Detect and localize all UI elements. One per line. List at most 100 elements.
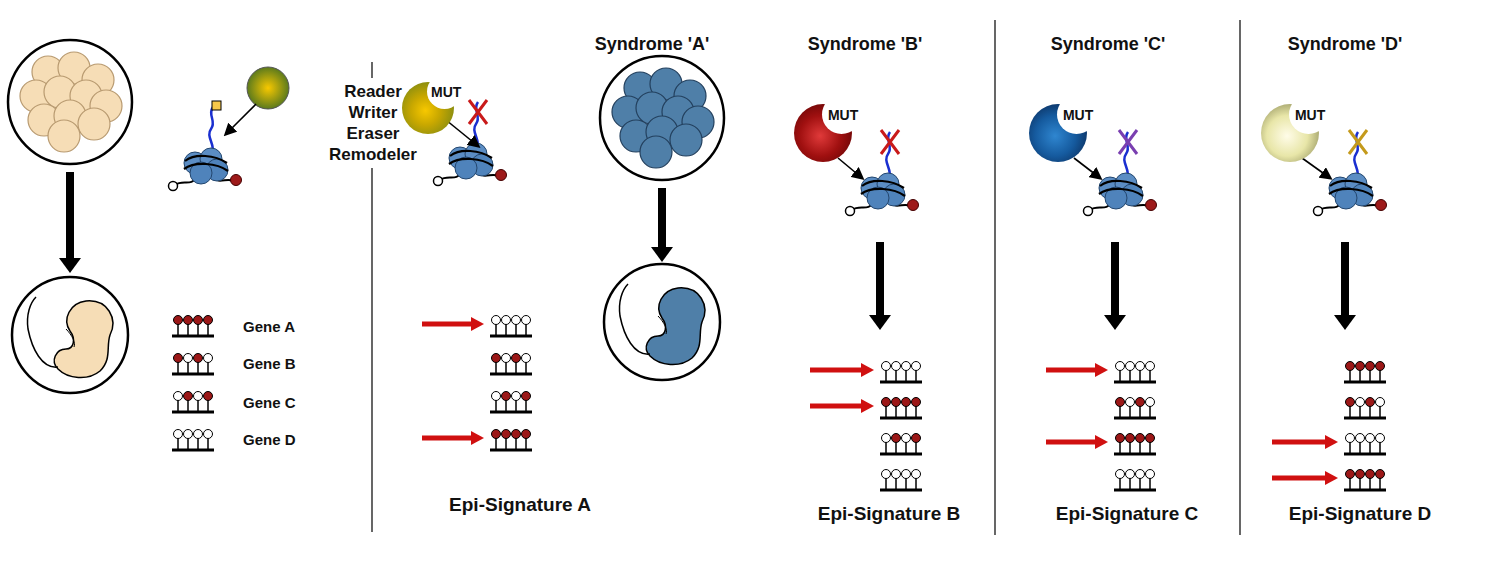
cpg-stalk: [1349, 406, 1351, 418]
cpg-stalk: [885, 442, 887, 454]
cell: [78, 108, 110, 140]
cpg-stalk: [525, 362, 527, 374]
cpg-site: [502, 354, 511, 363]
cpg-stalk: [505, 438, 507, 450]
cpg-site: [882, 434, 891, 443]
cpg-site: [1116, 470, 1125, 479]
cpg-site: [1356, 362, 1365, 371]
cpg-site: [512, 354, 521, 363]
cpg-stalk: [1359, 478, 1361, 490]
cpg-stalk: [515, 438, 517, 450]
cpg-stalk: [1349, 442, 1351, 454]
change-arrow: [471, 317, 484, 331]
change-arrow: [810, 368, 862, 373]
cpg-site: [512, 392, 521, 401]
cpg-site: [174, 316, 183, 325]
cpg-stalk: [1119, 406, 1121, 418]
cpg-stalk: [905, 442, 907, 454]
mutation-label: MUT: [431, 84, 461, 100]
cpg-stalk: [1369, 370, 1371, 382]
cpg-site: [1146, 362, 1155, 371]
change-arrow: [810, 404, 862, 409]
mutant-protein: MUT: [1029, 104, 1087, 162]
cpg-stalk: [1379, 442, 1381, 454]
cpg-site: [1366, 398, 1375, 407]
cpg-stalk: [885, 478, 887, 490]
change-arrow: [1272, 440, 1326, 445]
cpg-site: [204, 354, 213, 363]
cpg-stalk: [525, 438, 527, 450]
down-arrow: [1341, 242, 1349, 316]
change-arrow: [422, 436, 472, 441]
binding-arrow: [226, 104, 256, 134]
cpg-site: [502, 430, 511, 439]
cpg-stalk: [1129, 478, 1131, 490]
cpg-site: [194, 430, 203, 439]
change-arrow: [1325, 435, 1338, 449]
gene-label: Gene D: [243, 432, 296, 449]
cpg-stalk: [1379, 406, 1381, 418]
cpg-site: [1116, 434, 1125, 443]
down-arrow: [59, 258, 81, 273]
cpg-stalk: [515, 400, 517, 412]
divider-line: [994, 20, 995, 535]
fetus: [619, 284, 704, 365]
cpg-stalk: [177, 362, 179, 374]
cpg-site: [882, 398, 891, 407]
cpg-stalk: [915, 442, 917, 454]
change-arrow: [1046, 440, 1096, 445]
cpg-site: [902, 470, 911, 479]
cpg-stalk: [895, 442, 897, 454]
cpg-stalk: [177, 400, 179, 412]
down-arrow: [66, 172, 74, 259]
cpg-site: [912, 362, 921, 371]
cpg-stalk: [1369, 478, 1371, 490]
mutant-protein: MUT: [402, 82, 454, 134]
cpg-site: [522, 430, 531, 439]
cpg-stalk: [1129, 406, 1131, 418]
cpg-stalk: [1359, 406, 1361, 418]
cpg-stalk: [177, 438, 179, 450]
cpg-stalk: [915, 478, 917, 490]
cpg-stalk: [895, 370, 897, 382]
change-arrow: [422, 322, 472, 327]
cpg-stalk: [505, 362, 507, 374]
cpg-site: [492, 316, 501, 325]
histone-mark: [212, 101, 221, 110]
cpg-stalk: [207, 362, 209, 374]
cpg-stalk: [187, 324, 189, 336]
change-arrow: [1046, 368, 1096, 373]
cpg-site: [194, 316, 203, 325]
cpg-site: [1356, 398, 1365, 407]
cpg-site: [1356, 434, 1365, 443]
remodeler-label: Remodeler: [326, 146, 420, 165]
cpg-site: [194, 392, 203, 401]
binding-arrow: [446, 120, 478, 146]
cell: [640, 136, 672, 168]
cpg-stalk: [525, 400, 527, 412]
cpg-stalk: [1129, 370, 1131, 382]
syndrome-title: Syndrome 'D': [1288, 35, 1403, 55]
down-arrow: [658, 188, 666, 248]
cpg-site: [184, 354, 193, 363]
cpg-site: [204, 430, 213, 439]
cpg-site: [1366, 470, 1375, 479]
cpg-site: [902, 398, 911, 407]
cpg-site: [912, 470, 921, 479]
nucleosome: [169, 107, 242, 191]
cpg-stalk: [505, 400, 507, 412]
cpg-stalk: [197, 324, 199, 336]
protein: [247, 67, 289, 109]
down-arrow: [876, 242, 884, 316]
cpg-site: [892, 470, 901, 479]
cpg-site: [1136, 362, 1145, 371]
cpg-stalk: [525, 324, 527, 336]
loss-mark: [1349, 130, 1367, 154]
cpg-stalk: [1359, 370, 1361, 382]
cell: [670, 124, 702, 156]
cpg-stalk: [1139, 370, 1141, 382]
cpg-site: [902, 434, 911, 443]
cpg-site: [892, 434, 901, 443]
cpg-stalk: [495, 362, 497, 374]
